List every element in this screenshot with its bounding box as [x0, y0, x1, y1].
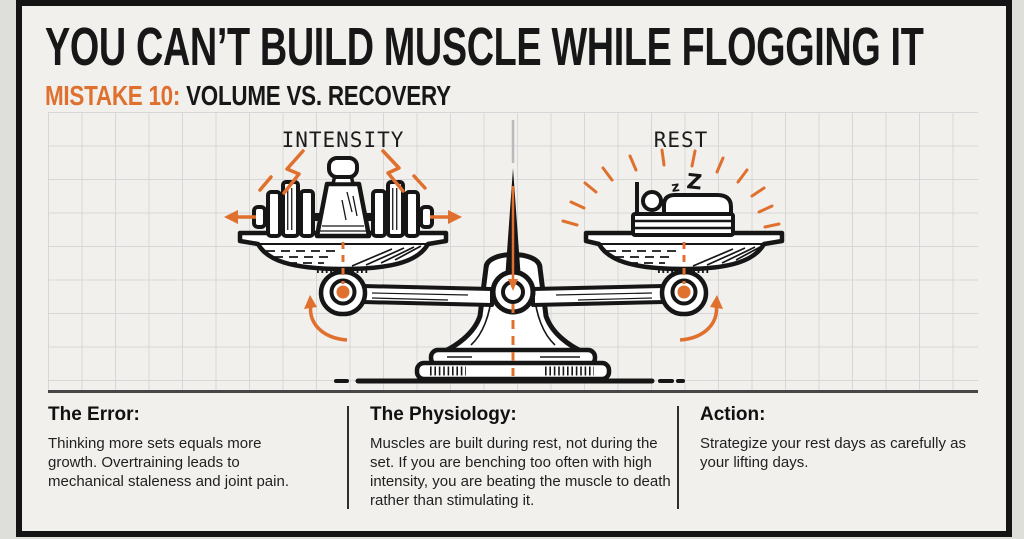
column-action-body: Strategize your rest days as carefully a… — [700, 435, 966, 471]
column-physiology-body: Muscles are built during rest, not durin… — [370, 435, 671, 509]
infographic-card: YOU CAN’T BUILD MUSCLE WHILE FLOGGING IT… — [16, 0, 1012, 537]
column-action-heading: Action: — [700, 404, 766, 425]
header: YOU CAN’T BUILD MUSCLE WHILE FLOGGING IT… — [45, 17, 1024, 110]
column-divider — [677, 406, 679, 509]
column-error-heading: The Error: — [48, 404, 140, 425]
column-physiology-heading: The Physiology: — [370, 404, 517, 425]
takeaway-columns: The Error: Thinking more sets equals mor… — [48, 404, 978, 510]
column-action: Action: Strategize your rest days as car… — [679, 404, 966, 472]
column-divider — [347, 406, 349, 509]
column-error: The Error: Thinking more sets equals mor… — [48, 404, 347, 491]
subtitle-topic: VOLUME VS. RECOVERY — [186, 80, 451, 112]
column-physiology: The Physiology: Muscles are built during… — [349, 404, 677, 510]
graph-paper-grid — [48, 112, 978, 393]
column-error-body: Thinking more sets equals more growth. O… — [48, 435, 289, 490]
page-title: YOU CAN’T BUILD MUSCLE WHILE FLOGGING IT — [45, 17, 924, 77]
mistake-label: MISTAKE 10: — [45, 80, 181, 112]
subtitle: MISTAKE 10: VOLUME VS. RECOVERY — [45, 82, 1024, 110]
